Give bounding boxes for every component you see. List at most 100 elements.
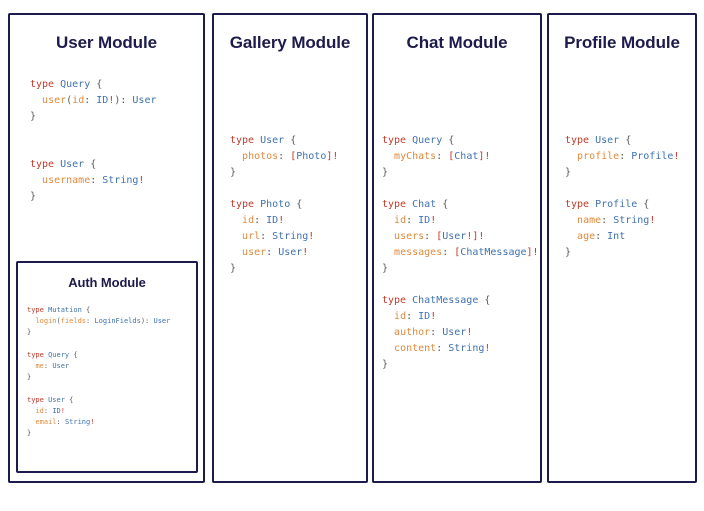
code-token: ( (66, 95, 73, 106)
code-line: user(id: ID!): User (30, 93, 156, 109)
code-token: : (84, 95, 97, 106)
code-token (230, 215, 242, 226)
code-token: } (382, 359, 389, 370)
code-token: ): (114, 95, 133, 106)
code-line: users: [User!]! (382, 229, 539, 245)
code-line: myChats: [Chat]! (382, 149, 539, 165)
code-token: : (595, 231, 608, 242)
code-line: id: ID! (27, 406, 170, 417)
code-token: ]! (326, 151, 339, 162)
code-token: } (565, 167, 572, 178)
code-token: } (230, 167, 237, 178)
code-token: type (27, 395, 49, 404)
code-line (27, 383, 170, 394)
code-token (382, 311, 394, 322)
panel-chat-module[interactable]: Chat Module type Query { myChats: [Chat]… (372, 13, 542, 483)
code-token: : (86, 317, 95, 326)
code-line: } (565, 245, 679, 261)
code-block-profile-module: type User { profile: Profile!} type Prof… (565, 133, 679, 261)
code-line: id: ID! (382, 309, 539, 325)
panel-user-module[interactable]: User Module type Query { user(id: ID!): … (8, 13, 205, 483)
code-token: ! (138, 175, 145, 186)
code-token: { (84, 159, 97, 170)
code-token: : (442, 247, 455, 258)
code-token: ChatMessage (460, 247, 527, 258)
code-token (382, 327, 394, 338)
code-token: type (382, 135, 413, 146)
code-line: type ChatMessage { (382, 293, 539, 309)
code-line: name: String! (565, 213, 679, 229)
code-line: } (230, 261, 338, 277)
code-line: type User { (565, 133, 679, 149)
code-token: { (478, 295, 491, 306)
code-line: user: User! (230, 245, 338, 261)
code-token: Photo (296, 151, 327, 162)
code-token: login (35, 317, 57, 326)
code-token: : (424, 231, 437, 242)
panel-auth-module[interactable]: Auth Module type Mutation { login(fields… (16, 261, 198, 473)
code-token: ): (140, 317, 154, 326)
code-token: ID (96, 95, 109, 106)
code-token: } (565, 247, 572, 258)
code-token: { (637, 199, 650, 210)
code-line: photos: [Photo]! (230, 149, 338, 165)
code-token: ! (60, 406, 65, 415)
code-token: String (272, 231, 309, 242)
code-line (382, 277, 539, 293)
code-token: User (595, 135, 620, 146)
code-token: { (619, 135, 632, 146)
code-token: : (43, 362, 53, 371)
code-line: } (230, 165, 338, 181)
code-line: content: String! (382, 341, 539, 357)
code-token: : (601, 215, 614, 226)
code-token: String (64, 418, 91, 427)
code-line (30, 125, 157, 141)
code-token: Chat (454, 151, 479, 162)
code-token (565, 215, 577, 226)
code-token: name (577, 215, 602, 226)
code-token: { (436, 199, 449, 210)
code-block-user-module: type Query { user(id: ID!): User} type U… (30, 77, 157, 205)
code-token: users (394, 231, 425, 242)
code-token: { (90, 79, 103, 90)
code-token: content (394, 343, 437, 354)
code-token: User (153, 317, 171, 326)
code-block-gallery-module: type User { photos: [Photo]!} type Photo… (230, 133, 338, 277)
code-line: type Profile { (565, 197, 679, 213)
code-token: : (436, 151, 449, 162)
panel-title-gallery-module: Gallery Module (229, 33, 351, 52)
code-token: messages (394, 247, 443, 258)
code-line: } (382, 165, 539, 181)
code-line: me: User (27, 361, 170, 372)
code-token: { (284, 135, 297, 146)
code-line: } (30, 189, 157, 205)
code-token: username (42, 175, 91, 186)
code-line (382, 181, 539, 197)
code-line: } (27, 327, 170, 338)
code-token: ! (484, 343, 491, 354)
code-line: type Query { (382, 133, 539, 149)
code-token: : (260, 231, 273, 242)
code-token: : (266, 247, 279, 258)
code-token: photos (242, 151, 279, 162)
code-token: [ (436, 231, 443, 242)
code-token: email (35, 418, 57, 427)
code-line: type Photo { (230, 197, 338, 213)
code-token: [ (454, 247, 461, 258)
code-token: Chat (412, 199, 437, 210)
code-token: Profile (595, 199, 638, 210)
panel-profile-module[interactable]: Profile Module type User { profile: Prof… (547, 13, 697, 483)
code-token: : (278, 151, 291, 162)
code-line: email: String! (27, 417, 170, 428)
code-token: ( (56, 317, 61, 326)
panel-gallery-module[interactable]: Gallery Module type User { photos: [Phot… (212, 13, 368, 483)
code-token: } (382, 167, 389, 178)
code-token: ID (418, 215, 431, 226)
code-token: ID (418, 311, 431, 322)
panel-title-user-module: User Module (56, 33, 157, 52)
code-token: { (64, 395, 74, 404)
code-line: type User { (230, 133, 338, 149)
code-token: user (42, 95, 67, 106)
code-token (565, 231, 577, 242)
